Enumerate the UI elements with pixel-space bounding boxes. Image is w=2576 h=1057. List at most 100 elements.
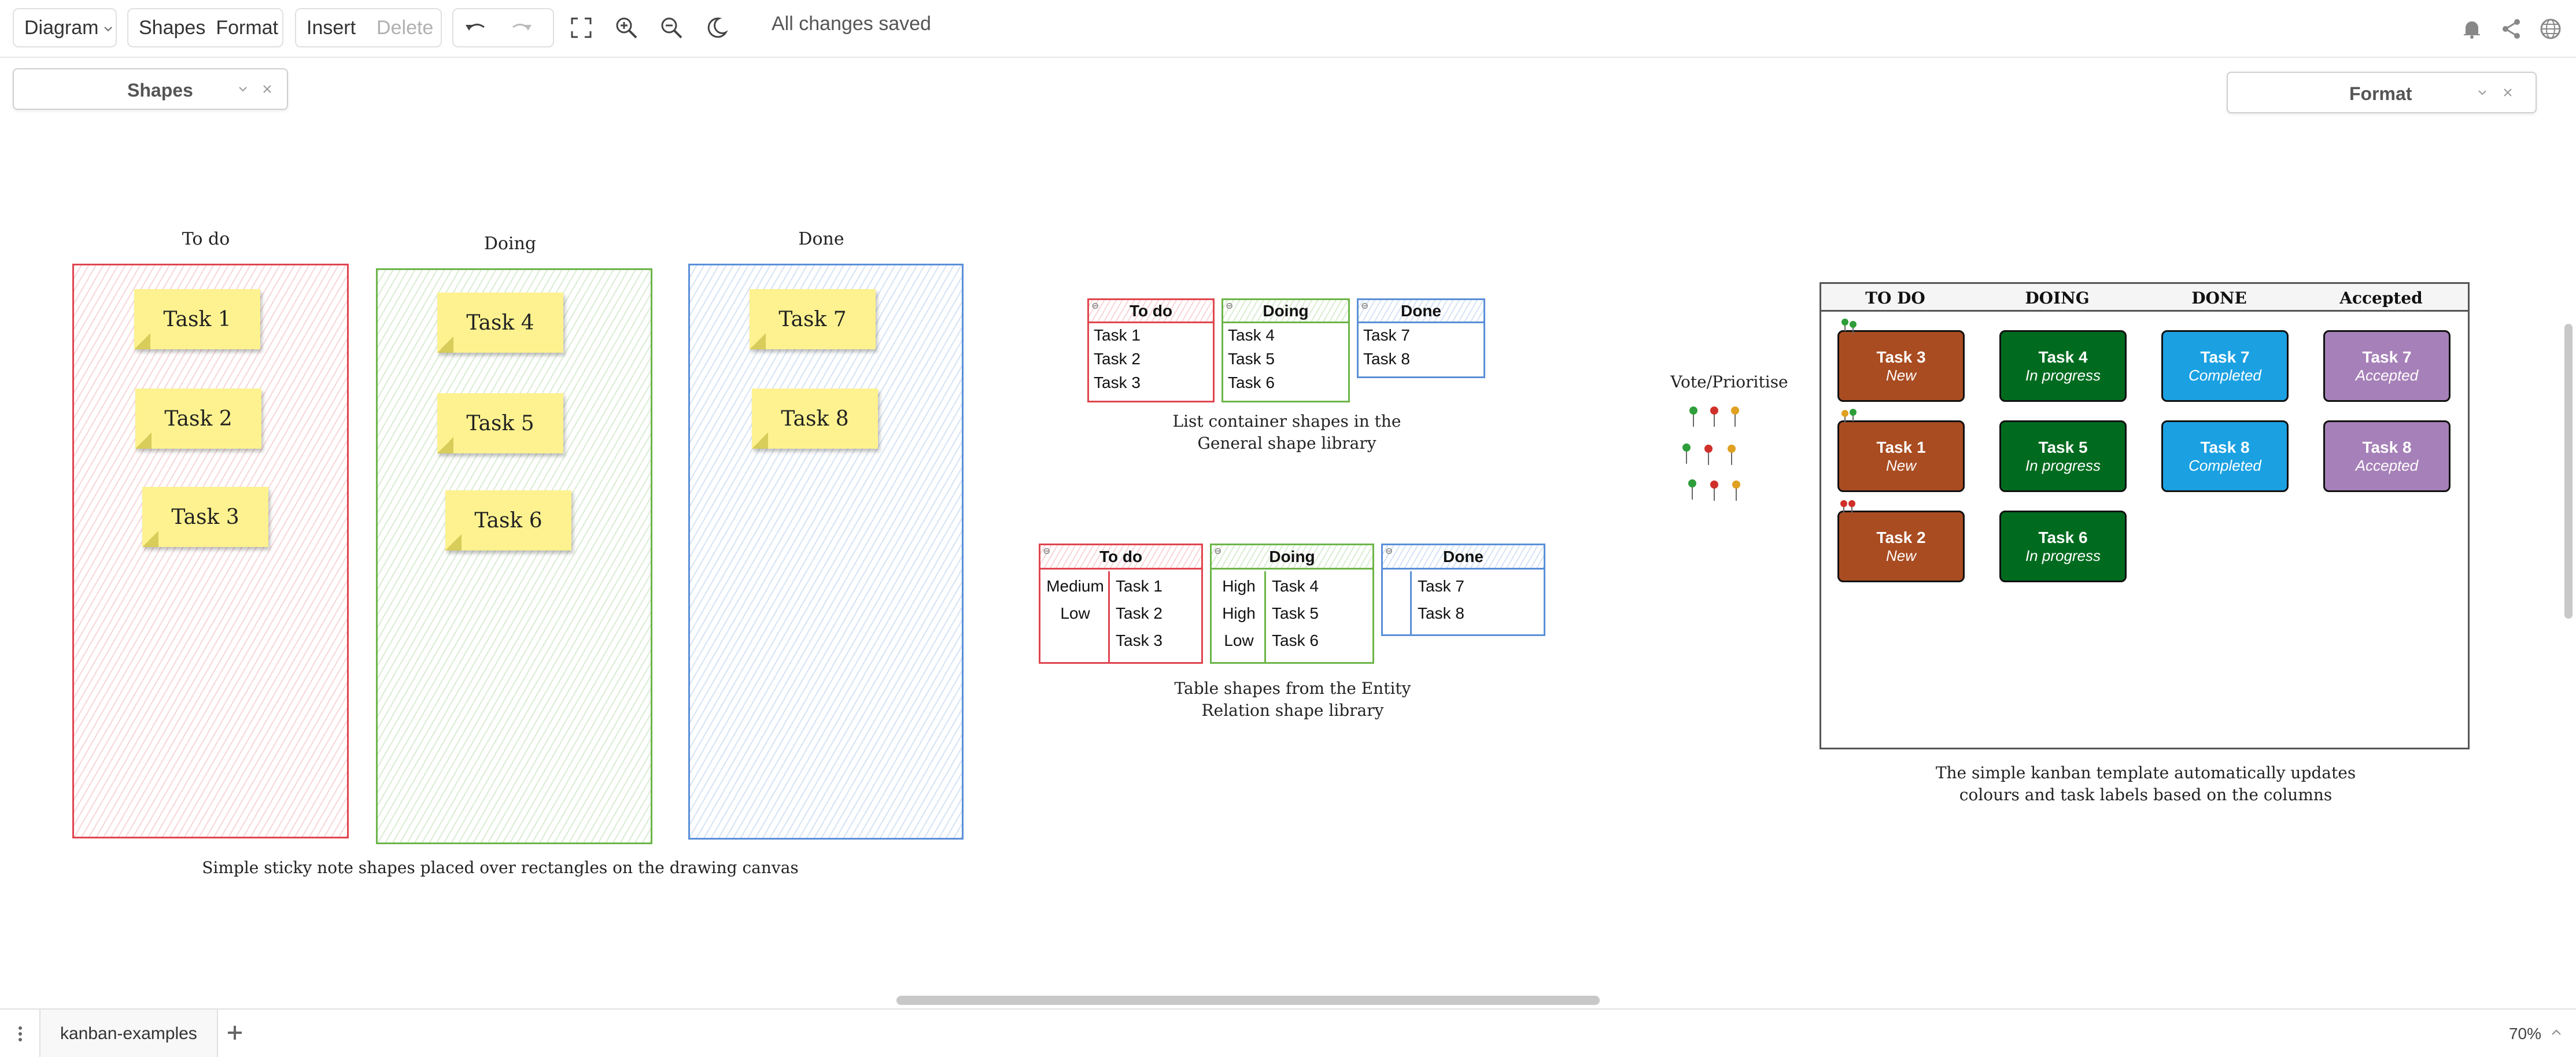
list-item[interactable]: Task 3 xyxy=(1094,374,1141,391)
done-rectangle[interactable] xyxy=(688,264,964,840)
table-cell[interactable]: Task 2 xyxy=(1116,604,1162,622)
redo-icon[interactable] xyxy=(499,9,544,46)
card-status: Accepted xyxy=(2355,456,2419,474)
doing-rectangle[interactable] xyxy=(376,268,652,844)
table-todo[interactable]: To do Medium Low Task 1 Task 2 Task 3 xyxy=(1039,544,1203,664)
list-item[interactable]: Task 4 xyxy=(1228,326,1275,344)
horizontal-scrollbar[interactable] xyxy=(896,996,1600,1005)
key-column xyxy=(1040,571,1110,662)
table-body: High High Low Task 4 Task 5 Task 6 xyxy=(1212,571,1372,662)
list-container-doing[interactable]: Doing Task 4 Task 5 Task 6 xyxy=(1221,298,1350,402)
kanban-card[interactable]: Task 5 In progress xyxy=(1999,420,2127,492)
panels-toggle-group: Shapes Format xyxy=(127,8,283,47)
list-item[interactable]: Task 8 xyxy=(1363,350,1410,368)
notification-bell-icon[interactable] xyxy=(2458,15,2486,43)
orange-pin-icon[interactable] xyxy=(1730,406,1740,427)
kanban-card[interactable]: Task 3 New xyxy=(1837,330,1965,402)
vertical-scrollbar[interactable] xyxy=(2564,324,2573,619)
fullscreen-icon[interactable] xyxy=(559,8,604,47)
drawing-canvas[interactable]: To do Doing Done Task 1 Task 2 Task 3 Ta… xyxy=(0,59,2576,993)
table-cell[interactable]: Task 8 xyxy=(1418,604,1464,622)
table-cell[interactable]: Task 7 xyxy=(1418,577,1464,595)
orange-pin-icon[interactable] xyxy=(1727,444,1736,465)
shapes-toggle-button[interactable]: Shapes xyxy=(139,16,206,39)
chevron-down-icon[interactable] xyxy=(231,77,254,101)
page-tab-kanban-examples[interactable]: kanban-examples xyxy=(39,1010,218,1057)
format-panel[interactable]: Format xyxy=(2227,72,2537,113)
green-pin-icon xyxy=(1850,409,1857,422)
diagram-menu-button[interactable]: Diagram xyxy=(14,9,124,46)
dark-mode-icon[interactable] xyxy=(694,8,739,47)
table-key-cell[interactable]: Low xyxy=(1060,604,1090,622)
kanban-card[interactable]: Task 1 New xyxy=(1837,420,1965,492)
kanban-card[interactable]: Task 8 Accepted xyxy=(2323,420,2450,492)
sticky-note[interactable]: Task 3 xyxy=(142,487,268,547)
sticky-note[interactable]: Task 6 xyxy=(445,490,571,550)
format-toggle-button[interactable]: Format xyxy=(216,16,279,39)
kanban-card[interactable]: Task 8 Completed xyxy=(2161,420,2289,492)
list-item[interactable]: Task 1 xyxy=(1094,326,1141,344)
list-containers-caption: List container shapes in the General sha… xyxy=(1099,411,1475,454)
table-cell[interactable]: Task 6 xyxy=(1272,631,1319,649)
shapes-panel[interactable]: Shapes xyxy=(13,68,288,110)
zoom-level[interactable]: 70% xyxy=(2508,1025,2541,1043)
sticky-note[interactable]: Task 8 xyxy=(752,389,878,449)
list-item[interactable]: Task 2 xyxy=(1094,350,1141,368)
table-key-cell[interactable]: Low xyxy=(1224,631,1254,649)
share-icon[interactable] xyxy=(2497,15,2525,43)
zoom-out-icon[interactable] xyxy=(649,8,694,47)
table-key-cell[interactable]: High xyxy=(1222,577,1256,595)
red-pin-icon[interactable] xyxy=(1710,406,1719,427)
kanban-card[interactable]: Task 4 In progress xyxy=(1999,330,2127,402)
language-globe-icon[interactable] xyxy=(2537,15,2564,43)
page-menu-icon[interactable] xyxy=(12,1022,29,1045)
kanban-column-todo: TO DO xyxy=(1865,289,1925,308)
orange-pin-icon[interactable] xyxy=(1732,480,1741,501)
table-cell[interactable]: Task 3 xyxy=(1116,631,1162,649)
list-item[interactable]: Task 6 xyxy=(1228,374,1275,391)
green-pin-icon[interactable] xyxy=(1689,406,1698,427)
format-panel-title: Format xyxy=(2349,83,2412,104)
table-key-cell[interactable]: Medium xyxy=(1046,577,1104,595)
undo-icon[interactable] xyxy=(453,9,499,46)
sticky-note[interactable]: Task 4 xyxy=(437,293,563,353)
red-pin-icon[interactable] xyxy=(1710,480,1719,501)
sticky-note[interactable]: Task 5 xyxy=(437,393,563,453)
chevron-up-icon[interactable] xyxy=(2549,1026,2563,1040)
delete-button[interactable]: Delete xyxy=(377,16,434,39)
table-doing[interactable]: Doing High High Low Task 4 Task 5 Task 6 xyxy=(1210,544,1374,664)
close-icon[interactable] xyxy=(256,77,279,101)
list-item[interactable]: Task 5 xyxy=(1228,350,1275,368)
green-pin-icon[interactable] xyxy=(1688,479,1697,500)
list-container-done[interactable]: Done Task 7 Task 8 xyxy=(1357,298,1485,378)
caption-line: The simple kanban template automatically… xyxy=(1935,763,2356,782)
add-page-icon[interactable] xyxy=(223,1021,246,1044)
kanban-card[interactable]: Task 7 Accepted xyxy=(2323,330,2450,402)
key-column xyxy=(1212,571,1266,662)
table-done[interactable]: Done Task 7 Task 8 xyxy=(1381,544,1545,636)
table-cell[interactable]: Task 1 xyxy=(1116,577,1162,595)
list-item[interactable]: Task 7 xyxy=(1363,326,1410,344)
table-cell[interactable]: Task 4 xyxy=(1272,577,1319,595)
history-group xyxy=(452,8,554,47)
green-pin-icon xyxy=(1841,319,1848,331)
sticky-note[interactable]: Task 7 xyxy=(750,289,876,349)
sticky-note[interactable]: Task 2 xyxy=(135,389,261,449)
table-cell[interactable]: Task 5 xyxy=(1272,604,1319,622)
card-status: In progress xyxy=(2025,546,2101,564)
red-pin-icon[interactable] xyxy=(1704,444,1713,465)
close-icon[interactable] xyxy=(2496,81,2519,104)
table-key-cell[interactable]: High xyxy=(1222,604,1256,622)
table-body: Task 7 Task 8 xyxy=(1383,571,1544,634)
todo-rectangle[interactable] xyxy=(72,264,349,838)
kanban-template[interactable]: TO DO DOING DONE Accepted Task 3 New Tas… xyxy=(1820,282,2470,749)
insert-button[interactable]: Insert xyxy=(307,16,356,39)
zoom-in-icon[interactable] xyxy=(604,8,649,47)
chevron-down-icon[interactable] xyxy=(2471,81,2494,104)
green-pin-icon[interactable] xyxy=(1682,443,1691,464)
kanban-card[interactable]: Task 2 New xyxy=(1837,511,1965,582)
sticky-note[interactable]: Task 1 xyxy=(134,289,260,349)
list-container-todo[interactable]: To do Task 1 Task 2 Task 3 xyxy=(1087,298,1215,402)
kanban-card[interactable]: Task 6 In progress xyxy=(1999,511,2127,582)
kanban-card[interactable]: Task 7 Completed xyxy=(2161,330,2289,402)
